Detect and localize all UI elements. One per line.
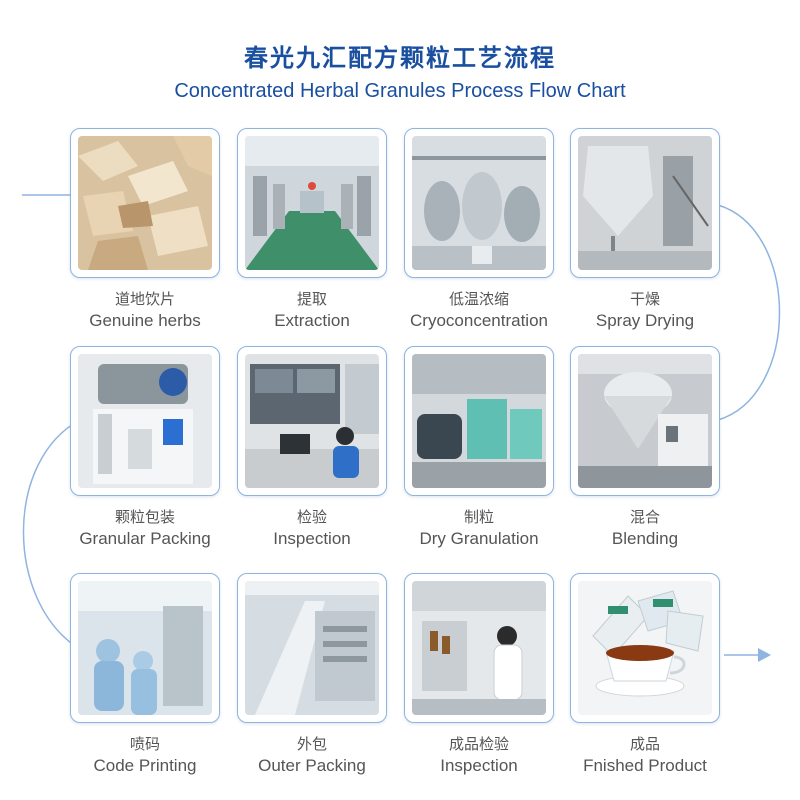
step-label-cn: 检验: [296, 508, 327, 526]
step-label-cn: 干燥: [629, 290, 660, 308]
title-chinese: 春光九汇配方颗粒工艺流程: [244, 44, 556, 72]
packing-line-photo: [245, 581, 379, 715]
step-label-cn: 混合: [629, 508, 660, 526]
extraction-line-photo: [245, 136, 379, 270]
step-label-cn: 颗粒包装: [114, 508, 175, 526]
step-label-en: Inspection: [273, 529, 351, 548]
spray-dryer-photo: [578, 136, 712, 270]
step-label-en: Extraction: [274, 311, 350, 330]
step-label-cn: 成品检验: [448, 735, 509, 753]
step-dry-granulation: 制粒 Dry Granulation: [404, 346, 554, 548]
concentration-tanks-photo: [412, 136, 546, 270]
step-label-en: Fnished Product: [583, 756, 707, 775]
blender-photo: [578, 354, 712, 488]
step-label-en: Blending: [611, 529, 679, 548]
step-label-cn: 喷码: [129, 735, 160, 753]
flow-arrow-icon: [758, 648, 771, 662]
step-label-cn: 外包: [296, 735, 327, 753]
step-label-cn: 成品: [629, 735, 660, 753]
step-label-cn: 道地饮片: [114, 290, 175, 308]
step-blending: 混合 Blending: [570, 346, 720, 548]
step-cryoconcentration: 低温浓缩 Cryoconcentration: [404, 128, 554, 330]
title-english: Concentrated Herbal Granules Process Flo…: [174, 80, 626, 102]
step-label-cn: 制粒: [463, 508, 494, 526]
step-code-printing: 喷码 Code Printing: [70, 573, 220, 775]
cleanroom-photo: [78, 581, 212, 715]
tea-cup-photo: [578, 581, 712, 715]
herb-slices-photo: [78, 136, 212, 270]
step-genuine-herbs: 道地饮片 Genuine herbs: [70, 128, 220, 330]
step-granular-packing: 颗粒包装 Granular Packing: [70, 346, 220, 548]
step-extraction: 提取 Extraction: [237, 128, 387, 330]
packing-machine-photo: [78, 354, 212, 488]
step-label-en: Cryoconcentration: [410, 311, 548, 330]
step-label-cn: 低温浓缩: [448, 290, 509, 308]
flow-line-left-curve: [22, 419, 81, 649]
control-room-photo: [245, 354, 379, 488]
step-label-en: Inspection: [440, 756, 518, 775]
step-label-en: Dry Granulation: [419, 529, 539, 548]
flow-line-right-curve: [717, 204, 781, 421]
step-label-en: Outer Packing: [258, 756, 366, 775]
laboratory-photo: [412, 581, 546, 715]
step-inspection: 检验 Inspection: [237, 346, 387, 548]
step-spray-drying: 干燥 Spray Drying: [570, 128, 720, 330]
step-label-en: Spray Drying: [595, 311, 695, 330]
step-finished-product: 成品 Fnished Product: [570, 573, 720, 775]
step-label-en: Code Printing: [93, 756, 197, 775]
step-label-en: Granular Packing: [79, 529, 211, 548]
granulator-photo: [412, 354, 546, 488]
step-label-cn: 提取: [296, 290, 327, 308]
step-outer-packing: 外包 Outer Packing: [237, 573, 387, 775]
step-final-inspection: 成品检验 Inspection: [404, 573, 554, 775]
step-label-en: Genuine herbs: [89, 311, 201, 330]
